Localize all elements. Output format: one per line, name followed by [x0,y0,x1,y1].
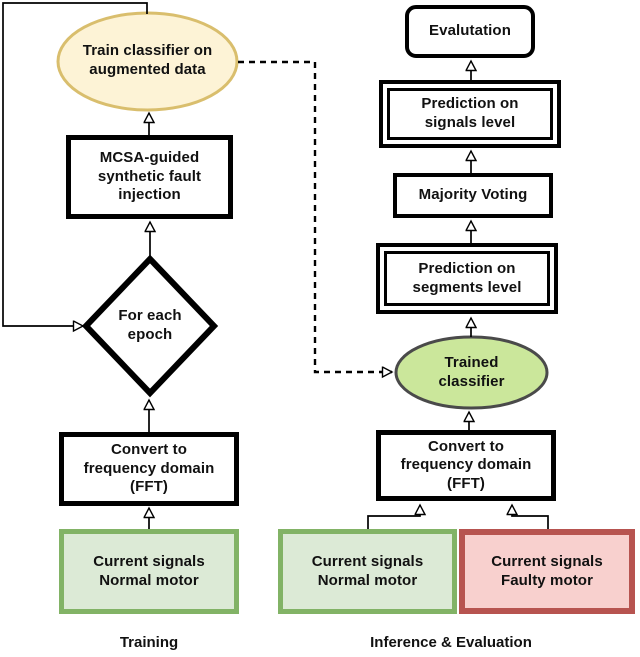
train-classifier-label: Train classifier on augmented data [82,42,213,78]
arrow-faulty-to-fft-right [512,505,549,529]
prediction-segments-label: Prediction on segments level [412,259,522,296]
prediction-signals-inner-frame: Prediction on signals level [387,88,553,140]
normal-signals-inference-label: Current signals Normal motor [311,552,424,589]
trained-classifier-label: Trained classifier [438,353,505,390]
prediction-signals-node: Prediction on signals level [379,80,561,148]
epoch-loop-label: For each epoch [118,307,182,343]
arrow-normal-to-fft-right [367,505,420,529]
fft-node-training: Convert to frequency domain (FFT) [59,432,239,506]
evaluation-node: Evalutation [405,5,535,58]
epoch-loop-node: For each epoch [100,301,200,351]
majority-voting-label: Majority Voting [418,186,528,204]
fault-injection-node: MCSA-guided synthetic fault injection [66,135,233,219]
fault-injection-label: MCSA-guided synthetic fault injection [97,149,202,204]
arrow-model-transfer-dashed [238,60,392,372]
prediction-signals-label: Prediction on signals level [421,95,519,131]
fft-training-label: Convert to frequency domain (FFT) [83,441,215,496]
training-section-label: Training [119,634,179,651]
normal-signals-node-training: Current signals Normal motor [59,529,239,614]
arrow-epoch-loop [2,2,148,326]
majority-voting-node: Majority Voting [393,173,553,218]
inference-section-label: Inference & Evaluation [370,634,532,651]
fft-inference-label: Convert to frequency domain (FFT) [400,437,532,492]
for-each-epoch-diamond [81,254,219,398]
train-classifier-node: Train classifier on augmented data [70,25,225,97]
faulty-signals-node: Current signals Faulty motor [459,529,635,614]
trained-classifier-node: Trained classifier [404,342,539,403]
evaluation-label: Evalutation [429,22,511,40]
faulty-signals-label: Current signals Faulty motor [491,552,603,589]
prediction-segments-inner-frame: Prediction on segments level [384,251,550,306]
normal-signals-node-inference: Current signals Normal motor [278,529,457,614]
prediction-segments-node: Prediction on segments level [376,243,558,314]
fft-node-inference: Convert to frequency domain (FFT) [376,430,556,501]
normal-signals-training-label: Current signals Normal motor [93,552,205,589]
